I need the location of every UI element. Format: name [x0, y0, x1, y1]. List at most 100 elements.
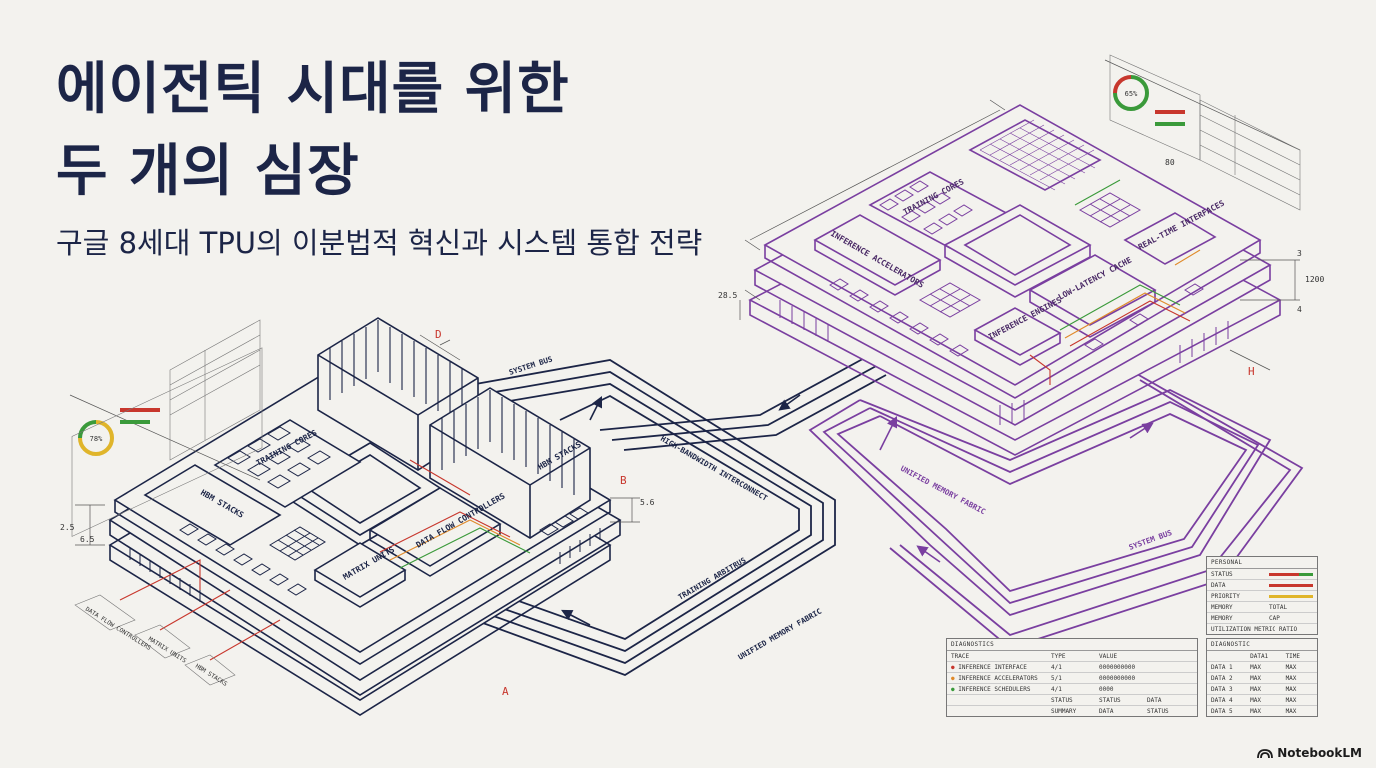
left-small-label-1: DATA FLOW CONTROLLERS: [84, 606, 152, 652]
umf-label-1: UNIFIED MEMORY FABRIC: [737, 607, 824, 662]
diagnostic-right-header: DIAGNOSTIC: [1207, 639, 1317, 651]
cell: UTILIZATION METRIC: [1211, 625, 1275, 633]
cell: TOTAL: [1269, 603, 1288, 611]
cell: DATA: [1099, 707, 1114, 715]
cell: RATIO: [1279, 625, 1298, 633]
cell: 4/1: [1051, 663, 1062, 671]
cell: MAX: [1250, 685, 1261, 693]
cell: MEMORY: [1211, 614, 1233, 622]
dim-a: A: [502, 685, 509, 698]
dim-80: 80: [1165, 158, 1175, 167]
dim-4: 4: [1297, 305, 1302, 314]
col-header: VALUE: [1099, 652, 1118, 660]
skewed-info-panel-right: [1109, 54, 1301, 211]
system-bus-navy: [599, 354, 887, 451]
notebooklm-logo-icon: [1257, 749, 1274, 759]
table-row: ● INFERENCE SCHEDULERS 4/1 0000: [947, 684, 1197, 695]
priority-bar: [1269, 594, 1313, 598]
page-title-line1: 에이전틱 시대를 위한: [56, 57, 570, 122]
cell: MAX: [1285, 696, 1297, 704]
cell: MAX: [1250, 663, 1261, 671]
cell: 0000: [1099, 685, 1114, 693]
brand-label: NotebookLM: [1277, 746, 1362, 760]
cell: STATUS: [1051, 696, 1073, 704]
table-row: PRIORITY: [1207, 591, 1317, 602]
diagnostic-table-right: DIAGNOSTIC DATA1 TIME DATA 1 MAX MAX DATA …: [1206, 638, 1318, 717]
table-header-row: TRACE TYPE VALUE: [947, 651, 1197, 662]
skewed-info-panel-left: [169, 319, 261, 461]
cell: CAP: [1269, 614, 1280, 622]
purple-arrows: [879, 415, 1154, 563]
table-row: STATUS STATUS DATA: [947, 695, 1197, 706]
cell: ● INFERENCE ACCELERATORS: [951, 674, 1038, 682]
diagnostics-table: DIAGNOSTICS TRACE TYPE VALUE ● INFERENCE…: [946, 638, 1198, 717]
cell: SUMMARY: [1051, 707, 1077, 715]
hbi-label: HIGH-BANDWIDTH INTERCONNECT: [659, 434, 770, 503]
cell: STATUS: [1147, 707, 1169, 715]
dim-d: D: [435, 328, 442, 341]
left-small-label-2: MATRIX UNITS: [147, 636, 188, 665]
cell: MAX: [1285, 707, 1297, 715]
umf-label-2: UNIFIED MEMORY FABRIC: [899, 464, 987, 516]
table-row: MEMORY CAP: [1207, 613, 1317, 624]
gauge-right-value: 65%: [1125, 90, 1138, 98]
table-row: ● INFERENCE ACCELERATORS 5/1 0000000000: [947, 673, 1197, 684]
cell: MAX: [1285, 674, 1297, 682]
table-row: DATA 5 MAX MAX: [1207, 706, 1317, 716]
cell: DATA 5: [1211, 707, 1233, 715]
cell: 0000000000: [1099, 663, 1136, 671]
table-row: DATA 1 MAX MAX: [1207, 662, 1317, 673]
dim-65: 6.5: [80, 535, 95, 544]
left-chip-signal-traces: [119, 459, 531, 661]
cell: DATA 3: [1211, 685, 1233, 693]
data-bar-red: [1269, 583, 1313, 587]
col-header: DATA1: [1250, 652, 1269, 660]
dim-3: 3: [1297, 249, 1302, 258]
table-row: DATA 3 MAX MAX: [1207, 684, 1317, 695]
status-bar-green: [1299, 572, 1313, 576]
right-gauge: 65%: [1113, 75, 1185, 126]
training-arbitrus-label: TRAINING ARBITRUS: [677, 555, 748, 601]
cell: DATA: [1211, 581, 1226, 589]
cell: DATA 2: [1211, 674, 1233, 682]
cell: ● INFERENCE INTERFACE: [951, 663, 1027, 671]
table-row: SUMMARY DATA STATUS: [947, 706, 1197, 716]
diagnostics-table-header: DIAGNOSTICS: [947, 639, 1197, 651]
cell: MAX: [1285, 663, 1297, 671]
dim-h: H: [1248, 365, 1255, 378]
table-header-row: DATA1 TIME: [1207, 651, 1317, 662]
cell: MAX: [1250, 707, 1261, 715]
right-tpu-chip: [748, 104, 1282, 456]
dim-285: 28.5: [718, 291, 737, 300]
cell: MAX: [1285, 685, 1297, 693]
status-table-header: PERSONAL: [1207, 557, 1317, 569]
cell: DATA 1: [1211, 663, 1233, 671]
dim-1200: 1200: [1305, 275, 1324, 284]
dimension-lines: [69, 59, 1301, 546]
col-header: TRACE: [951, 652, 970, 660]
navy-arrows: [561, 394, 801, 626]
cell: MAX: [1250, 674, 1261, 682]
cell: ● INFERENCE SCHEDULERS: [951, 685, 1031, 693]
right-chip-signal-traces: [1029, 179, 1201, 385]
table-row: DATA 2 MAX MAX: [1207, 673, 1317, 684]
dim-25: 2.5: [60, 523, 75, 532]
cell: DATA: [1147, 696, 1162, 704]
table-row: STATUS: [1207, 569, 1317, 580]
cell: PRIORITY: [1211, 592, 1240, 600]
page-title-line2: 두 개의 심장: [56, 139, 360, 204]
page-subtitle: 구글 8세대 TPU의 이분법적 혁신과 시스템 통합 전략: [56, 226, 703, 260]
table-row: UTILIZATION METRIC RATIO: [1207, 624, 1317, 634]
left-tpu-chip: [108, 317, 622, 716]
dim-b: B: [620, 474, 627, 487]
notebooklm-brand: NotebookLM: [1257, 746, 1362, 760]
table-row: DATA: [1207, 580, 1317, 591]
gauge-left-value: 78%: [90, 435, 103, 443]
col-header: TIME: [1285, 652, 1301, 660]
col-header: TYPE: [1051, 652, 1066, 660]
table-row: ● INFERENCE INTERFACE 4/1 0000000000: [947, 662, 1197, 673]
